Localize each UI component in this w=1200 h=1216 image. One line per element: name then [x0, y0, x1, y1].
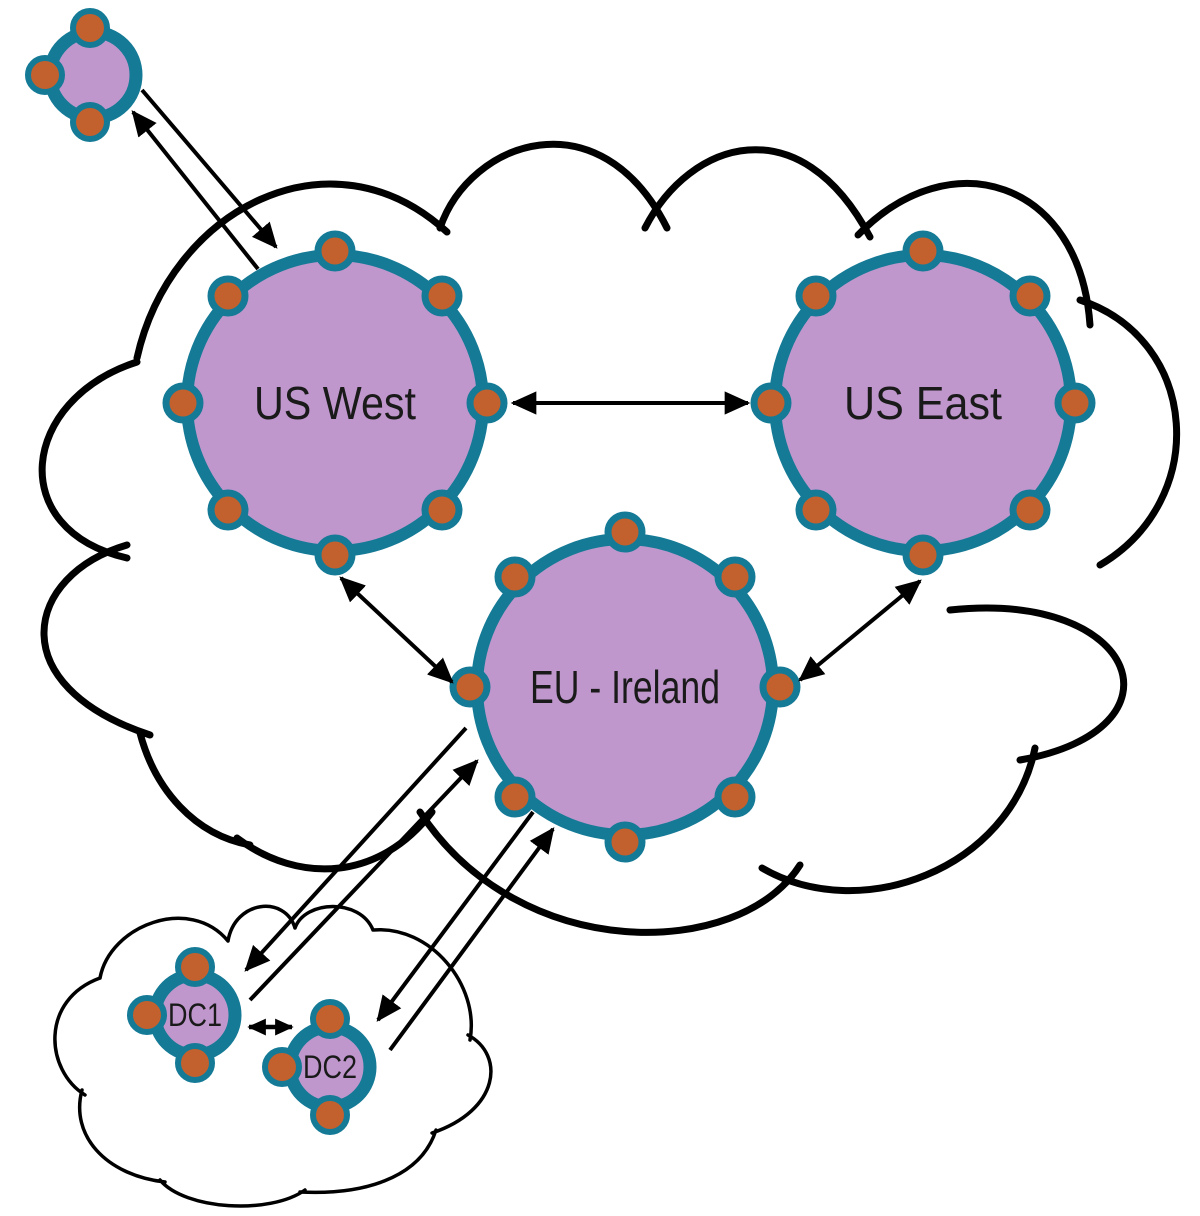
region-dc2: DC2: [262, 999, 377, 1135]
us-west-node-bottom-left: [207, 489, 249, 531]
us-west-node-left: [162, 382, 204, 424]
region-dc1: DC1: [127, 947, 242, 1083]
region-us-west: US West: [162, 230, 508, 576]
eu-node-top-left: [494, 556, 536, 598]
region-us-east: US East: [750, 230, 1096, 576]
dc2-node-left: [262, 1047, 302, 1087]
eu-node-bottom-right: [714, 776, 756, 818]
arrow-dc1-to-eu: [248, 759, 479, 1002]
arrow-satellite-to-us-west: [140, 88, 278, 249]
us-west-node-top: [314, 230, 356, 272]
eu-ireland-label: EU - Ireland: [530, 661, 720, 713]
eu-node-top-right: [714, 556, 756, 598]
us-west-node-top-right: [421, 275, 463, 317]
us-west-node-right: [466, 382, 508, 424]
satellite-cluster: [25, 8, 143, 142]
arrow-eu-to-dc2: [376, 810, 535, 1022]
satellite-node-bottom: [70, 102, 110, 142]
dc2-label: DC2: [303, 1049, 357, 1085]
small-cloud-path: [53, 904, 493, 1208]
dc2-node-top: [310, 999, 350, 1039]
satellite-node-top: [70, 8, 110, 48]
dc2-node-bottom: [310, 1095, 350, 1135]
us-east-node-bottom-left: [795, 489, 837, 531]
us-east-node-top-left: [795, 275, 837, 317]
dc1-node-top: [175, 947, 215, 987]
eu-node-top: [604, 511, 646, 553]
us-west-label: US West: [254, 377, 416, 429]
eu-node-bottom-left: [494, 776, 536, 818]
us-east-node-top: [902, 230, 944, 272]
arrow-eu-to-dc1: [244, 726, 468, 972]
us-east-node-top-right: [1009, 275, 1051, 317]
eu-node-bottom: [604, 821, 646, 863]
us-east-node-bottom: [902, 534, 944, 576]
us-east-node-left: [750, 382, 792, 424]
us-west-node-bottom-right: [421, 489, 463, 531]
us-west-node-top-left: [207, 275, 249, 317]
arrow-us-west-to-satellite: [131, 110, 260, 271]
eu-node-right: [759, 666, 801, 708]
region-eu-ireland: EU - Ireland: [449, 511, 801, 863]
arrow-eu-ireland-us-east: [798, 579, 922, 682]
dc1-node-bottom: [175, 1043, 215, 1083]
eu-node-left: [449, 666, 491, 708]
arrow-us-west-eu-ireland: [339, 576, 454, 684]
us-east-label: US East: [844, 377, 1002, 429]
dc1-label: DC1: [168, 997, 222, 1033]
small-cloud-outline: [53, 904, 493, 1208]
us-west-node-bottom: [314, 534, 356, 576]
dc1-node-left: [127, 995, 167, 1035]
arrow-dc2-to-eu: [388, 827, 555, 1052]
satellite-node-left: [25, 55, 65, 95]
connections: [131, 88, 922, 1052]
us-east-node-bottom-right: [1009, 489, 1051, 531]
us-east-node-right: [1054, 382, 1096, 424]
